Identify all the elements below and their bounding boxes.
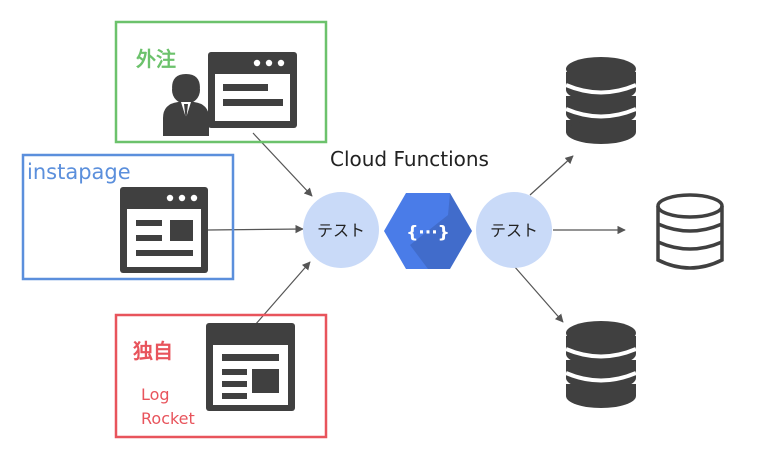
person-tie (184, 104, 188, 122)
input-test-node-label: テスト (317, 221, 365, 240)
source-dokuji: 独自 Log Rocket (114, 313, 328, 439)
source-dokuji-sublabel-log: Log (141, 385, 170, 404)
source-gaichu-label: 外注 (136, 47, 176, 71)
database-icon-bottom (565, 321, 637, 408)
source-dokuji-sublabel-rocket: Rocket (141, 409, 195, 428)
source-instapage: instapage (21, 153, 235, 281)
arrow-test-out-to-db-bottom (513, 265, 564, 323)
input-test-node: テスト (303, 192, 379, 268)
pipeline-title: Cloud Functions (330, 147, 489, 171)
article-window-icon (206, 323, 295, 411)
source-instapage-frame (21, 153, 235, 281)
arrow-test-out-to-db-top (529, 155, 574, 196)
source-gaichu-frame (114, 20, 328, 144)
cloud-functions-glyph: {···} (406, 223, 450, 243)
source-gaichu: 外注 (114, 20, 328, 144)
cloud-functions-icon: {···} (384, 193, 472, 269)
webpage-window-icon (120, 187, 208, 273)
source-dokuji-label: 独自 (133, 339, 173, 363)
database-icon-middle (656, 193, 724, 270)
output-test-node: テスト (476, 192, 552, 268)
arrow-instapage-to-test (207, 224, 304, 234)
database-icon-top (565, 57, 637, 144)
source-dokuji-frame (114, 313, 328, 439)
source-instapage-label: instapage (27, 160, 131, 184)
arrow-gaichu-to-test (252, 132, 313, 197)
output-test-node-label: テスト (490, 221, 538, 240)
browser-window-icon (208, 52, 297, 128)
